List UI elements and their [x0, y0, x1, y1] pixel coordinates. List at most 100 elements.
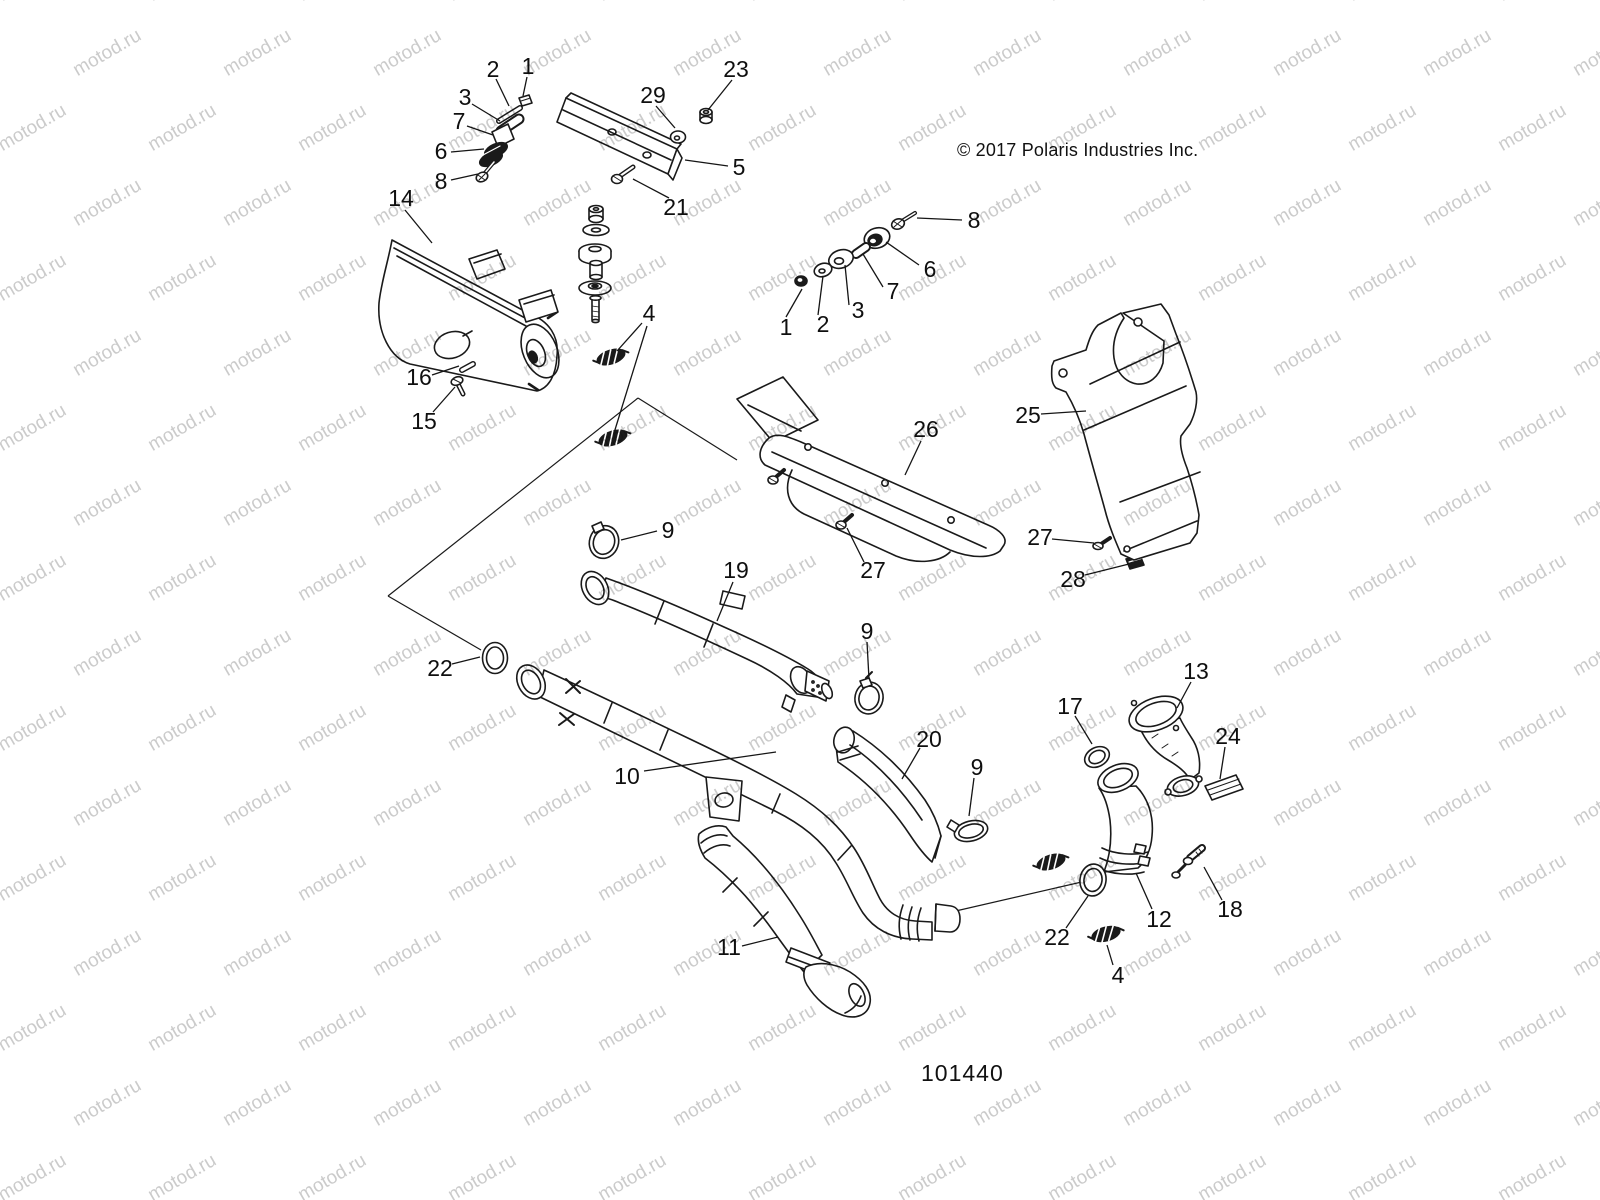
leader-line-21	[632, 178, 670, 199]
callout-3: 3	[852, 297, 865, 323]
callout-19: 19	[723, 557, 749, 583]
callout-13: 13	[1183, 658, 1209, 684]
leader-line-18	[1203, 866, 1223, 901]
front-head-pipe-10	[515, 664, 961, 942]
callout-17: 17	[1057, 693, 1083, 719]
screw-27-c	[1092, 536, 1112, 551]
tail-pipe-11	[697, 825, 872, 1018]
callout-23: 23	[723, 56, 749, 82]
callout-25: 25	[1015, 402, 1041, 428]
leader-line-8	[916, 217, 963, 221]
leader-line-6	[885, 241, 920, 266]
callout-7: 7	[453, 108, 466, 134]
gasket-22-left	[481, 641, 509, 675]
drawing-number: 101440	[921, 1060, 1004, 1086]
leader-line-17	[1074, 715, 1093, 745]
screw-27-b	[835, 513, 854, 530]
leader-line-4	[616, 322, 643, 352]
fitting-18	[1171, 844, 1206, 879]
leader-line-7	[466, 125, 494, 136]
callout-9: 9	[861, 618, 874, 644]
leader-line-2	[495, 78, 510, 107]
leader-line-3	[471, 103, 501, 122]
leader-line-26	[904, 440, 922, 476]
leader-line-9	[620, 530, 658, 541]
leader-line-10	[643, 751, 777, 772]
leader-line-24	[1219, 746, 1226, 780]
callout-21: 21	[663, 194, 689, 220]
gasket-22-right	[1079, 863, 1107, 897]
heat-shield-26	[736, 376, 1006, 563]
callout-1: 1	[522, 53, 535, 79]
pin-16	[459, 361, 476, 373]
callout-8: 8	[968, 207, 981, 233]
leader-line-5	[684, 159, 729, 167]
assembly-reference-lines	[387, 397, 1087, 914]
manifold-pipe-13	[1128, 695, 1203, 797]
callout-16: 16	[406, 364, 432, 390]
callout-9: 9	[971, 754, 984, 780]
callout-26: 26	[913, 416, 939, 442]
copyright-text: © 2017 Polaris Industries Inc.	[957, 140, 1199, 160]
assembly-line	[946, 880, 1087, 914]
leader-line-1	[522, 76, 528, 97]
leader-line-27	[1051, 538, 1095, 544]
washer-29	[669, 130, 687, 144]
callout-2: 2	[487, 56, 500, 82]
heat-shield-25	[1050, 303, 1201, 561]
callout-27: 27	[860, 557, 886, 583]
assembly-line	[387, 397, 639, 597]
nut-23	[699, 107, 713, 125]
bolt-21	[610, 164, 636, 185]
leader-line-19	[716, 581, 734, 622]
callout-9: 9	[662, 517, 675, 543]
clamp-24	[1204, 774, 1244, 801]
spring-4-elbow-upper	[1030, 848, 1072, 876]
callout-5: 5	[733, 154, 746, 180]
leader-line-2	[817, 275, 824, 316]
callout-6: 6	[924, 256, 937, 282]
callout-11: 11	[717, 934, 741, 960]
leader-line-28	[1084, 563, 1130, 576]
callout-2: 2	[817, 311, 830, 337]
leader-line-3	[844, 264, 850, 306]
callout-8: 8	[435, 168, 448, 194]
callout-28: 28	[1060, 566, 1086, 592]
callout-4: 4	[643, 300, 656, 326]
leader-line-16	[431, 365, 460, 376]
clamp-9-headpipe	[946, 819, 989, 843]
hardware-upper-right	[794, 211, 917, 287]
callout-22: 22	[427, 655, 453, 681]
callout-18: 18	[1217, 896, 1243, 922]
leader-line-20	[901, 747, 921, 780]
muffler-mount-stack	[578, 204, 612, 324]
leader-line-4	[1106, 944, 1114, 966]
callout-6: 6	[435, 138, 448, 164]
callout-14: 14	[388, 185, 414, 211]
leader-line-23	[707, 79, 733, 111]
leader-line-14	[404, 209, 433, 244]
spring-4-elbow-lower	[1085, 921, 1127, 947]
callout-1: 1	[780, 314, 793, 340]
leader-line-22	[1065, 895, 1089, 929]
callout-leader-lines	[404, 76, 1226, 966]
callout-10: 10	[614, 763, 640, 789]
callout-22: 22	[1044, 924, 1070, 950]
mid-pipe-19	[580, 570, 834, 713]
callout-7: 7	[887, 278, 900, 304]
leader-line-25	[1040, 410, 1087, 415]
leader-line-29	[655, 105, 676, 129]
bolt-15	[450, 375, 466, 397]
leader-line-8	[450, 173, 479, 181]
muffler-silencer	[378, 239, 560, 392]
leader-line-22	[451, 656, 481, 665]
callout-12: 12	[1146, 906, 1172, 932]
assembly-line	[637, 397, 738, 461]
hardware-upper-left	[475, 94, 533, 183]
assembly-line	[387, 595, 482, 651]
leader-line-11	[741, 936, 779, 947]
mount-bracket-plate	[556, 92, 683, 181]
